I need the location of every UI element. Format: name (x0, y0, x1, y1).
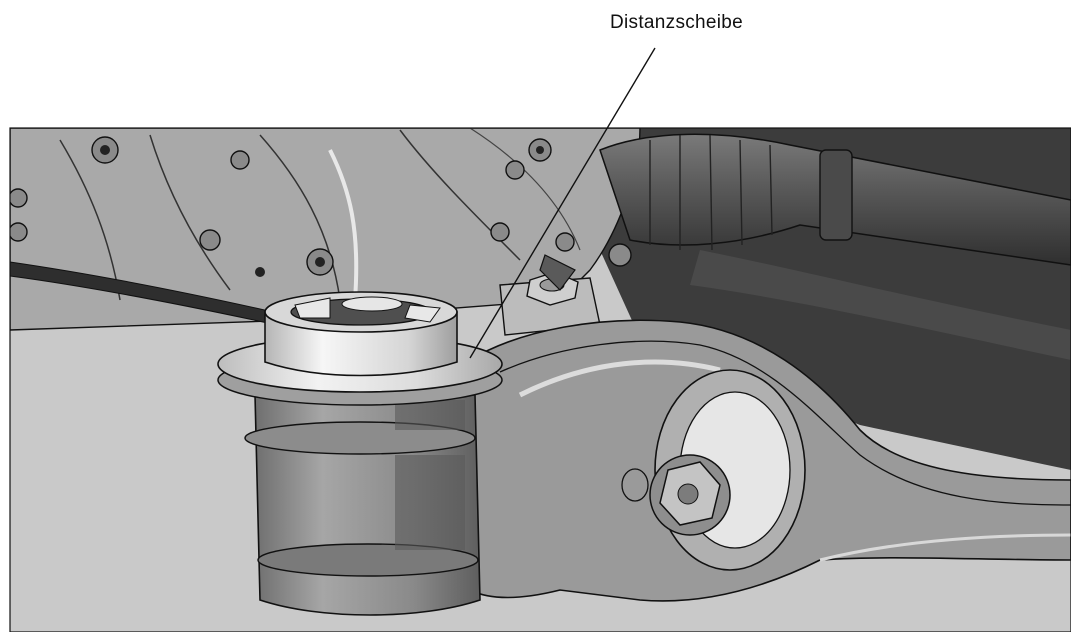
gearbox-rib-3 (259, 134, 341, 301)
casting-bolts (10, 136, 632, 276)
gearbox-rib-1 (59, 139, 121, 301)
bolt-icon (10, 222, 28, 242)
gearbox-rib-5 (469, 128, 581, 251)
control-arm-ridge (499, 340, 1071, 506)
shadow-band (690, 250, 1071, 360)
bolt-icon (230, 150, 250, 170)
bolt-icon (505, 160, 525, 180)
bolt-icon (555, 232, 575, 252)
bolt-icon (608, 243, 632, 267)
hex-nut-icon (649, 454, 731, 536)
bolt-icon (199, 229, 221, 251)
gearbox-highlight (328, 149, 359, 301)
bushing-rim-bottom (257, 543, 479, 577)
bolt-icon (490, 222, 510, 242)
bolt-icon (10, 188, 28, 208)
control-arm-highlight (518, 359, 721, 398)
view-frame (9, 127, 1071, 632)
bolt-icon (621, 468, 649, 502)
gearbox-rib-4 (399, 129, 521, 261)
callout-label-distanzscheibe: Distanzscheibe (610, 12, 744, 33)
shaft-collar (819, 149, 853, 241)
callout-leader-line (469, 47, 656, 359)
gearbox-rib-2 (149, 134, 231, 291)
control-arm-edge (819, 533, 1071, 562)
